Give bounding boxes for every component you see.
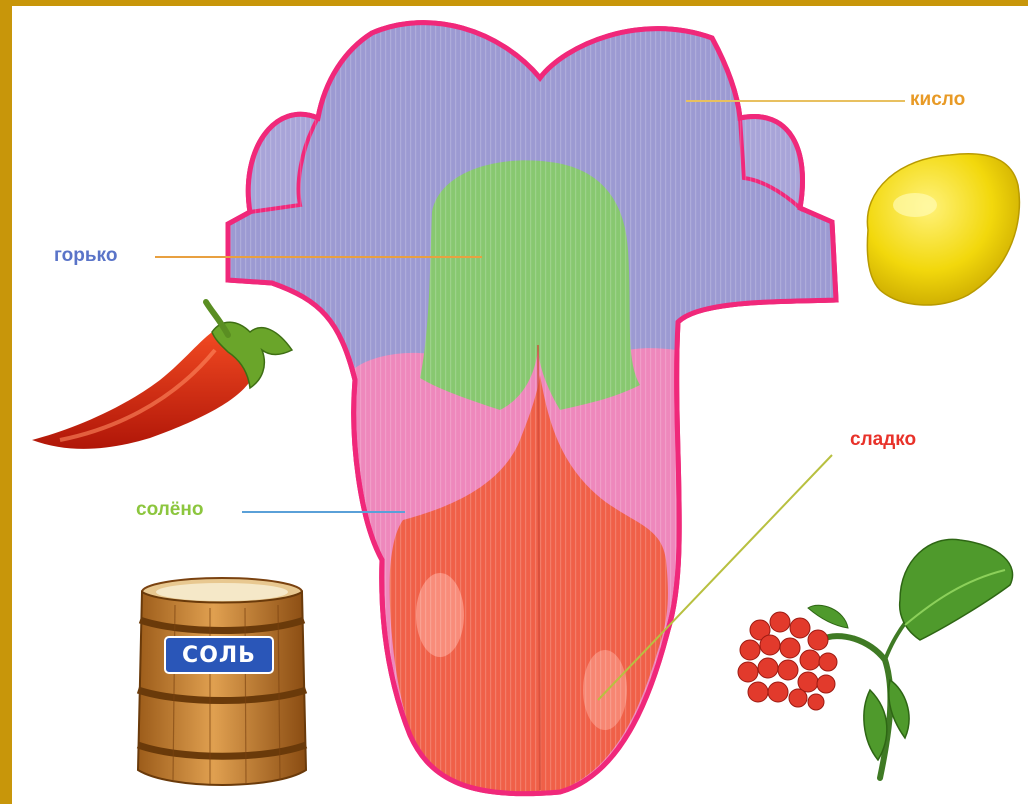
diagram-canvas [12, 6, 1028, 804]
salt-barrel-illustration [138, 578, 306, 785]
tongue-taste-diagram: кисло горько солёно сладко СОЛЬ [12, 6, 1028, 804]
raspberry-illustration [738, 539, 1013, 778]
salty-label: солёно [136, 500, 203, 519]
bitter-label: горько [54, 246, 117, 265]
raspberry-drupelets [738, 612, 837, 710]
lemon-illustration [867, 154, 1019, 305]
sweet-label: сладко [850, 430, 916, 449]
chili-pepper-illustration [32, 302, 292, 449]
barrel-label-text: СОЛЬ [165, 637, 273, 673]
sour-label: кисло [910, 90, 965, 109]
